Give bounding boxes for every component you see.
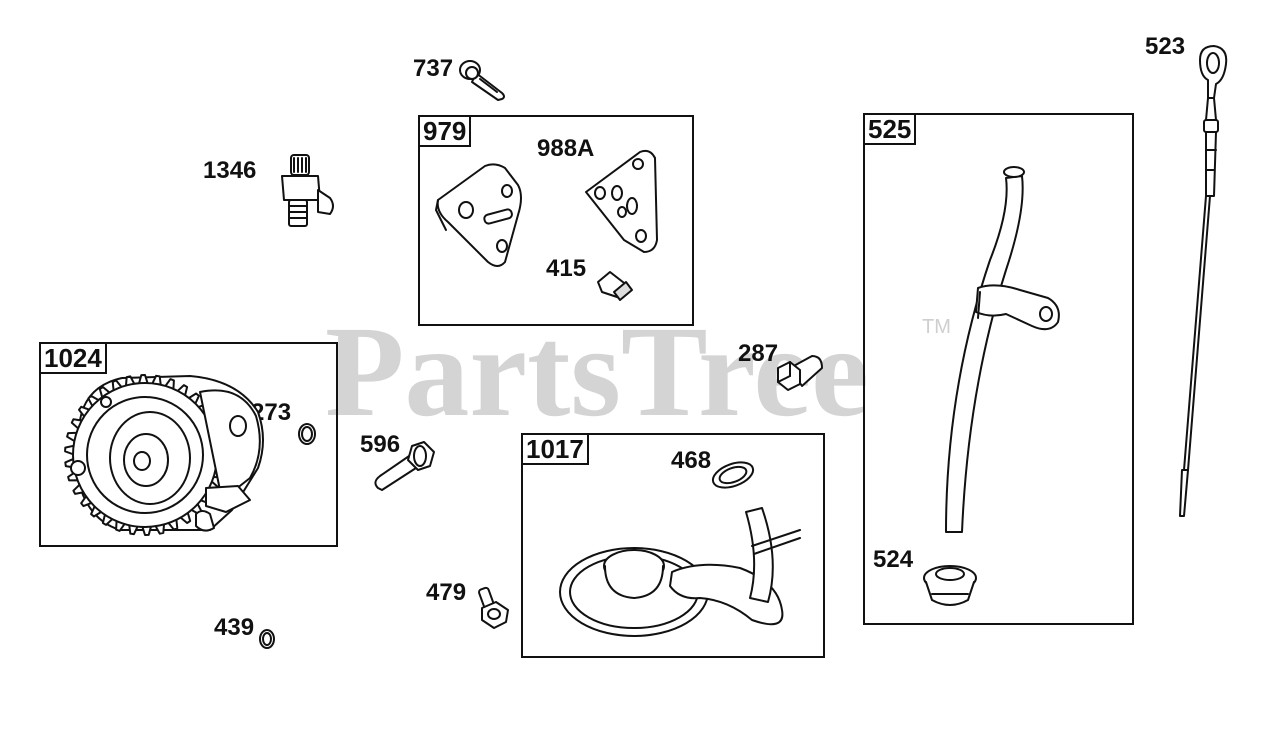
group-box-1024: 1024 (39, 342, 338, 547)
callout-468[interactable]: 468 (671, 447, 712, 474)
plug-415-drawing[interactable] (597, 271, 633, 301)
oil-pickup-1017-drawing[interactable] (559, 507, 801, 637)
group-box-1017: 1017 (521, 433, 825, 658)
dipstick-tube-525-drawing[interactable] (945, 166, 1060, 533)
bolt-479-drawing[interactable] (478, 586, 509, 629)
fitting-1346-drawing[interactable] (281, 154, 334, 227)
callout-1346[interactable]: 1346 (203, 157, 257, 184)
group-box-525: 525 (863, 113, 1134, 625)
plate-979-drawing[interactable] (435, 163, 522, 267)
oring-439-drawing[interactable] (259, 629, 275, 649)
callout-439[interactable]: 439 (214, 614, 255, 641)
callout-415[interactable]: 415 (546, 255, 587, 282)
callout-523[interactable]: 523 (1145, 33, 1186, 60)
callout-524[interactable]: 524 (873, 546, 914, 573)
bolt-737-drawing[interactable] (459, 60, 505, 101)
callout-479[interactable]: 479 (426, 579, 467, 606)
group-label-1024[interactable]: 1024 (39, 342, 107, 374)
oil-pump-1024-drawing[interactable] (64, 374, 264, 536)
dipstick-523-drawing[interactable] (1179, 45, 1228, 517)
callout-596[interactable]: 596 (360, 431, 401, 458)
group-label-1017[interactable]: 1017 (521, 433, 589, 465)
nut-287-drawing[interactable] (777, 355, 823, 391)
callout-737[interactable]: 737 (413, 55, 454, 82)
bolt-596-drawing[interactable] (374, 441, 435, 491)
gasket-988a-drawing[interactable] (585, 149, 658, 253)
callout-287[interactable]: 287 (738, 340, 779, 367)
grommet-524-drawing[interactable] (923, 565, 977, 606)
group-box-979: 979 (418, 115, 694, 326)
callout-988a[interactable]: 988A (537, 135, 595, 162)
oring-273-drawing[interactable] (298, 423, 316, 445)
gasket-468-drawing[interactable] (710, 457, 757, 492)
group-label-525[interactable]: 525 (863, 113, 917, 145)
group-label-979[interactable]: 979 (418, 115, 472, 147)
